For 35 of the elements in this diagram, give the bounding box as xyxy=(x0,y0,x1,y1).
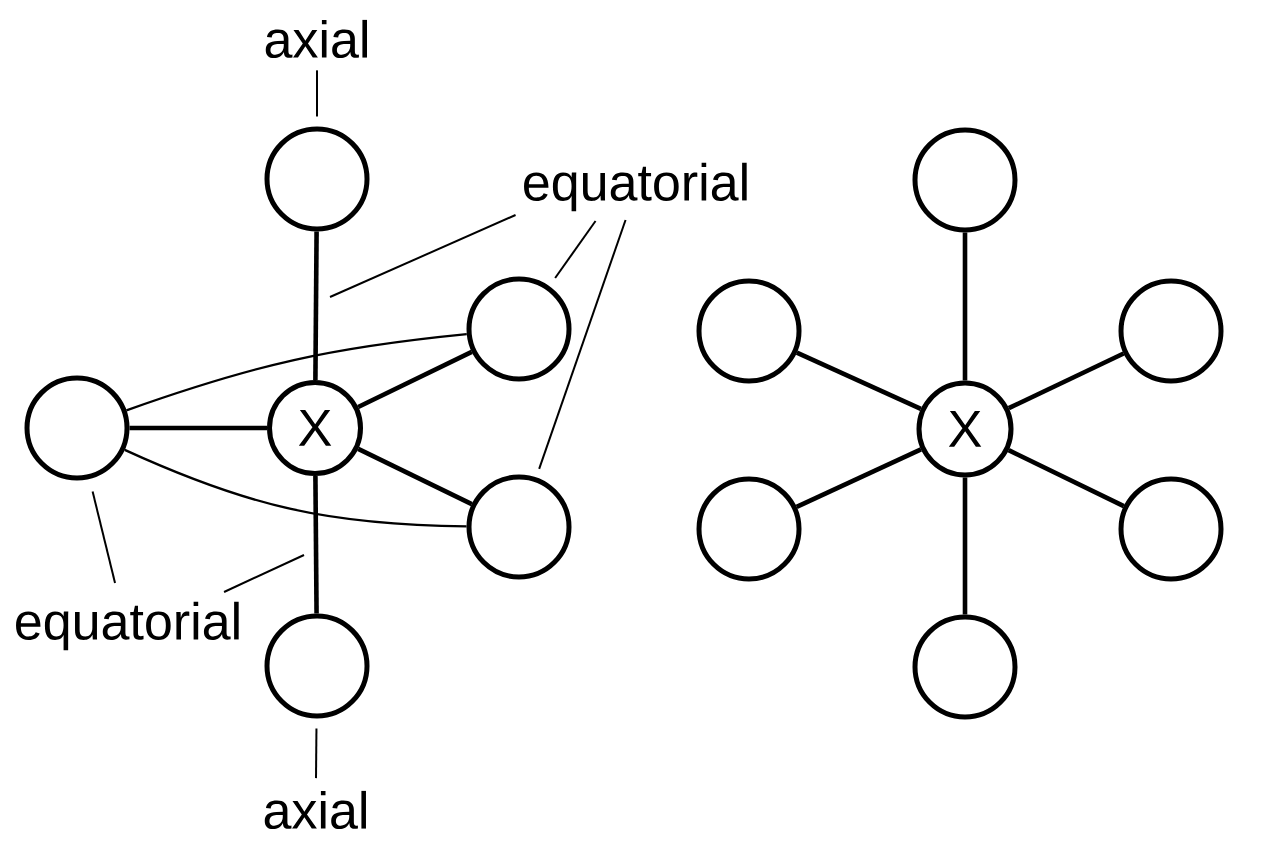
connector-line xyxy=(313,475,319,614)
text-label: equatorial xyxy=(16,601,239,651)
connector-line xyxy=(1007,351,1125,411)
circle xyxy=(696,278,802,384)
connector-line xyxy=(129,425,267,431)
connector-line xyxy=(357,349,473,410)
connector-line xyxy=(313,231,319,380)
leader-line xyxy=(91,490,117,584)
circle xyxy=(466,474,572,580)
connector-line xyxy=(962,477,968,615)
curved-line xyxy=(124,448,467,528)
connector-line xyxy=(962,232,968,381)
circle xyxy=(696,476,802,582)
connector-line xyxy=(357,446,473,507)
leader-line xyxy=(329,214,517,298)
circle xyxy=(264,613,370,719)
circle xyxy=(1118,476,1224,582)
circle xyxy=(912,614,1018,720)
circle xyxy=(24,375,130,481)
circle xyxy=(466,276,572,382)
connector-line xyxy=(795,447,922,509)
circle xyxy=(264,126,370,232)
connector-line xyxy=(795,350,922,412)
connector-line xyxy=(1007,448,1125,509)
leader-line xyxy=(316,69,318,118)
curved-line xyxy=(126,333,467,412)
leader-line xyxy=(538,219,627,470)
circle xyxy=(1118,278,1224,384)
text-label: axial xyxy=(264,790,366,830)
leader-line xyxy=(554,220,597,279)
leader-line xyxy=(315,727,318,780)
circle xyxy=(912,127,1018,233)
text-label: axial xyxy=(265,19,367,59)
leader-line xyxy=(223,554,305,593)
text-label: equatorial xyxy=(524,162,747,212)
